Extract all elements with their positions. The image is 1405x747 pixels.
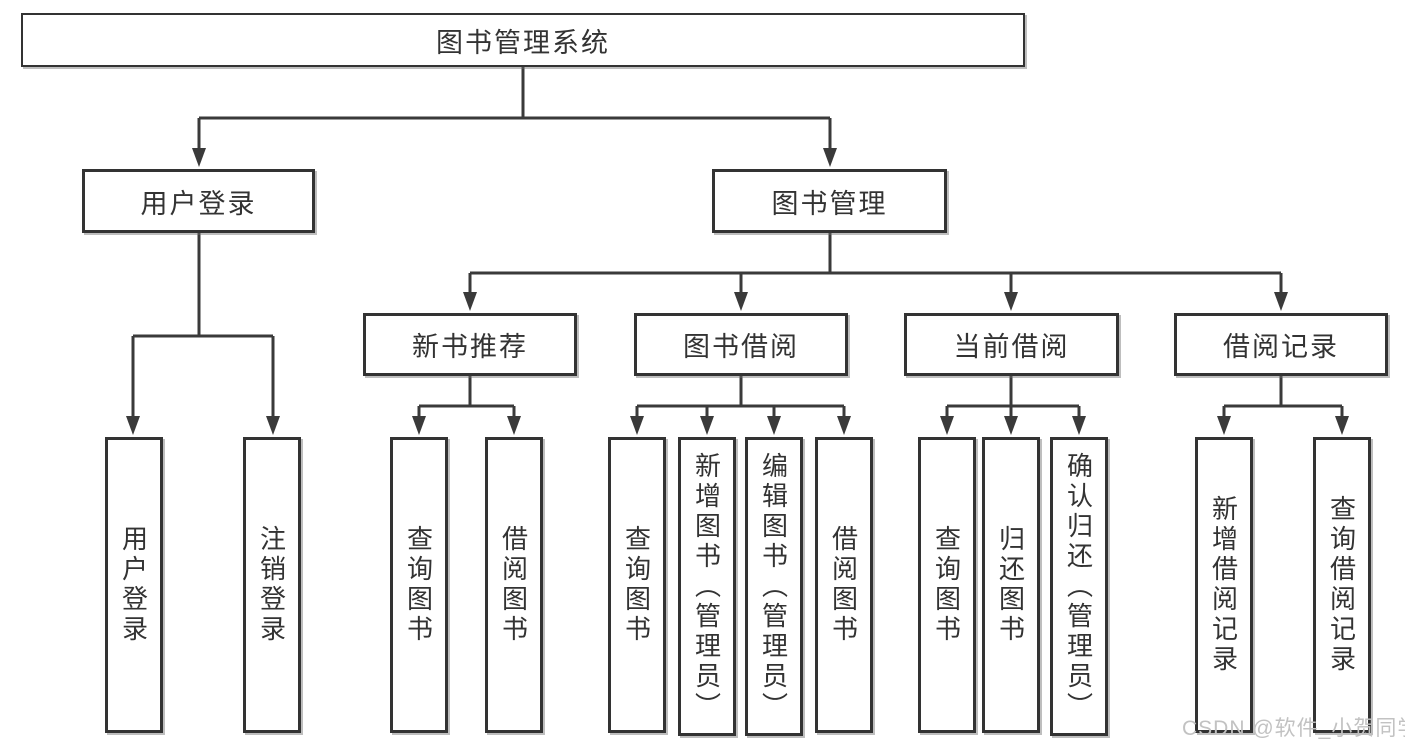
arrowhead-icon bbox=[700, 416, 714, 435]
arrowhead-icon bbox=[837, 416, 851, 435]
arrowhead-icon bbox=[1072, 416, 1086, 435]
tree-edges bbox=[131, 67, 1344, 420]
leaf-records-add-record: 新增借阅记录 bbox=[1195, 437, 1253, 733]
edge-borrowing-split bbox=[635, 376, 846, 420]
node-current-borrowing: 当前借阅 bbox=[904, 313, 1119, 376]
node-root-library-system: 图书管理系统 bbox=[21, 13, 1025, 67]
edge-root-split bbox=[197, 67, 832, 152]
arrowhead-icon bbox=[940, 416, 954, 435]
arrowhead-icon bbox=[1004, 416, 1018, 435]
arrowhead-icon bbox=[1217, 416, 1231, 435]
arrowhead-icon bbox=[767, 416, 781, 435]
node-user-login: 用户登录 bbox=[82, 169, 315, 233]
arrowhead-icon bbox=[734, 292, 748, 311]
node-book-management: 图书管理 bbox=[712, 169, 947, 233]
leaf-borrowing-edit-books-admin: 编辑图书（管理员） bbox=[745, 437, 803, 736]
arrowhead-icon bbox=[1274, 292, 1288, 311]
leaf-user-login: 用户登录 bbox=[105, 437, 163, 733]
leaf-borrowing-query-books: 查询图书 bbox=[608, 437, 666, 733]
node-book-borrowing: 图书借阅 bbox=[634, 313, 848, 376]
arrowhead-icon bbox=[266, 416, 280, 435]
leaf-logout: 注销登录 bbox=[243, 437, 301, 733]
leaf-newbooks-borrow-books: 借阅图书 bbox=[485, 437, 543, 733]
arrowhead-icon bbox=[1335, 416, 1349, 435]
edge-current-split bbox=[945, 376, 1081, 420]
leaf-current-confirm-return-admin: 确认归还（管理员） bbox=[1050, 437, 1108, 736]
leaf-current-query-books: 查询图书 bbox=[918, 437, 976, 733]
csdn-watermark: CSDN @软件_小贺同学 bbox=[1182, 717, 1405, 740]
arrowhead-icon bbox=[192, 148, 206, 167]
arrowhead-icon bbox=[823, 148, 837, 167]
leaf-records-query-record: 查询借阅记录 bbox=[1313, 437, 1371, 733]
edge-bookmgmt-split bbox=[468, 233, 1283, 296]
edge-userlogin-split bbox=[131, 233, 275, 420]
arrowhead-icon bbox=[463, 292, 477, 311]
arrowhead-icon bbox=[126, 416, 140, 435]
arrowheads bbox=[126, 148, 1349, 435]
leaf-borrowing-borrow-books: 借阅图书 bbox=[815, 437, 873, 733]
arrowhead-icon bbox=[412, 416, 426, 435]
edge-newbooks-split bbox=[417, 376, 516, 420]
leaf-newbooks-query-books: 查询图书 bbox=[390, 437, 448, 733]
arrowhead-icon bbox=[630, 416, 644, 435]
node-borrow-records: 借阅记录 bbox=[1174, 313, 1388, 376]
arrowhead-icon bbox=[1004, 292, 1018, 311]
leaf-borrowing-add-books-admin: 新增图书（管理员） bbox=[678, 437, 736, 736]
edge-records-split bbox=[1222, 376, 1344, 420]
leaf-current-return-books: 归还图书 bbox=[982, 437, 1040, 733]
arrowhead-icon bbox=[507, 416, 521, 435]
node-new-book-recommend: 新书推荐 bbox=[363, 313, 577, 376]
